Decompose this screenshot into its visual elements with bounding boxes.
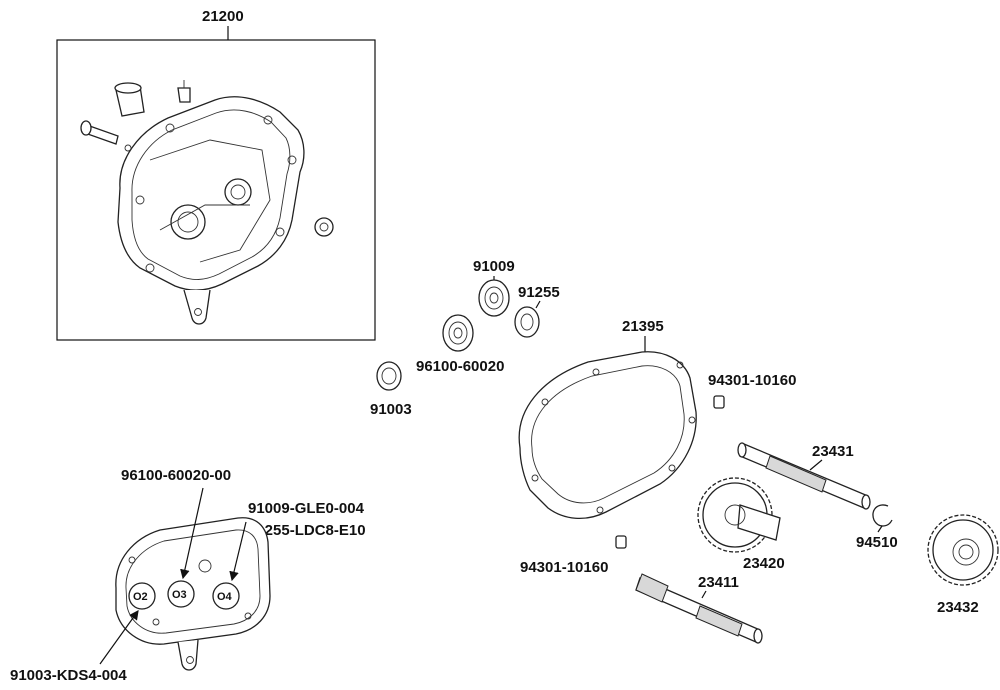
cover-bearing-boss [170, 204, 206, 240]
gasket-21395 [518, 351, 697, 520]
cover-tab [183, 289, 211, 325]
crankcase-cover [117, 96, 305, 325]
label-94510: 94510 [856, 534, 898, 551]
cover-bolt-hole [275, 227, 285, 237]
cover-bolt-hole [287, 155, 297, 165]
bearing-91009 [478, 279, 510, 317]
cover-bolt-hole [165, 123, 175, 133]
label-91255-LDC8-E10: 91255-LDC8-E10 [248, 522, 366, 539]
cover-bolt-hole [145, 263, 155, 273]
cover-rib [149, 139, 271, 263]
shaft-23411 [635, 573, 763, 644]
label-23411: 23411 [698, 574, 739, 591]
label-21200: 21200 [202, 8, 244, 25]
bushing-part [114, 82, 145, 117]
marker-circle-o3 [167, 580, 195, 608]
arrow-91009-91255 [229, 521, 247, 582]
cover-upper-bore [230, 184, 246, 200]
cover-tab-hole [194, 308, 202, 316]
label-94301-10160-top: 94301-10160 [708, 372, 796, 389]
gear-23432 [927, 514, 999, 586]
label-94301-10160-bottom: 94301-10160 [520, 559, 608, 576]
plug-nut-part [314, 217, 334, 237]
leader-23431 [809, 459, 823, 471]
arrow-96100-60020-00 [180, 487, 204, 580]
leader-23411 [701, 590, 707, 599]
shaft-23431 [737, 442, 871, 510]
arrow-91003-KDS4-004 [99, 610, 139, 665]
bearing-91003 [376, 361, 402, 391]
label-21395: 21395 [622, 318, 664, 335]
label-96100-60020-00: 96100-60020-00 [121, 467, 231, 484]
label-96100-60020: 96100-60020 [416, 358, 504, 375]
assembly-box [56, 39, 376, 341]
bearing-96100-60020 [442, 314, 474, 352]
breather-fitting-part [177, 80, 191, 103]
marker-circle-o2 [128, 582, 156, 610]
assembly-21200-group: 21200 [56, 8, 376, 341]
label-91009-GLE0-004: 91009-GLE0-004 [248, 500, 365, 517]
cover-rib-2 [159, 204, 250, 231]
label-91003-KDS4-004: 91003-KDS4-004 [10, 667, 127, 684]
label-23432: 23432 [937, 599, 979, 616]
cover-inner-rim [131, 109, 291, 280]
cover-bolt-hole [263, 115, 273, 125]
label-23431: 23431 [812, 443, 854, 460]
reference-case: O2 O3 O4 [115, 517, 271, 671]
label-91009: 91009 [473, 258, 515, 275]
dowel-pin-94301-top [713, 395, 725, 409]
marker-o2: O2 [133, 591, 148, 603]
leader-91255 [535, 300, 541, 309]
gear-23420 [697, 477, 781, 553]
cover-outline [117, 96, 305, 291]
label-23420: 23420 [743, 555, 785, 572]
dowel-pin-94301-bottom [615, 535, 627, 549]
circlip-94510 [872, 504, 893, 527]
marker-circle-o4 [212, 582, 240, 610]
leader-94510 [877, 525, 883, 533]
dowel-pin-part [80, 120, 132, 152]
cover-upper-boss [224, 178, 252, 206]
label-91255: 91255 [518, 284, 560, 301]
marker-o3: O3 [172, 589, 187, 601]
marker-o4: O4 [217, 591, 233, 603]
cover-bearing-bore [177, 211, 199, 233]
seal-91255 [514, 306, 540, 338]
cover-bolt-hole [135, 195, 145, 205]
label-91003: 91003 [370, 401, 412, 418]
